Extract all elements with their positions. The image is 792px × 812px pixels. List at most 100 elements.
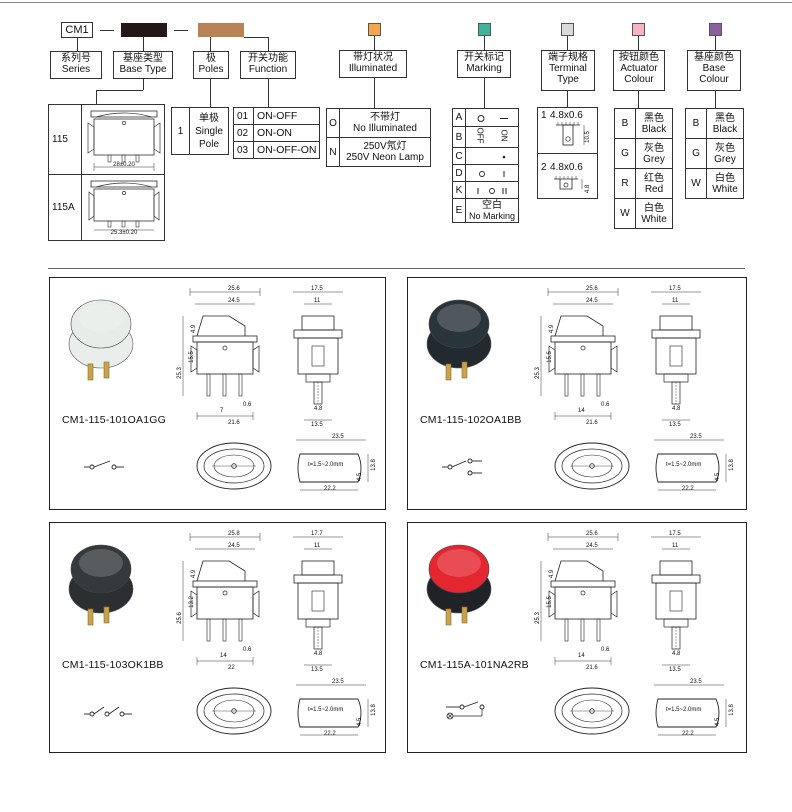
dim-h3: 25.3 bbox=[534, 367, 541, 379]
dim-s3: 4.8 bbox=[314, 651, 323, 657]
marking-a-icon bbox=[477, 115, 508, 122]
illum-code-n: N bbox=[326, 137, 340, 167]
actuator-code-b: B bbox=[614, 108, 636, 139]
dim-s2: 11 bbox=[314, 298, 321, 304]
dim-h2: 13.2 bbox=[188, 596, 195, 608]
switch-photo bbox=[68, 544, 134, 626]
swatch-actuator bbox=[632, 23, 645, 36]
terminal-1-icon bbox=[556, 122, 585, 146]
dim-o4: 4.5 bbox=[715, 717, 722, 727]
side-view-drawing bbox=[293, 536, 343, 666]
dim-h1: 4.9 bbox=[191, 324, 198, 334]
front-view-drawing bbox=[182, 288, 261, 420]
dim-w2: 24.5 bbox=[586, 298, 598, 304]
circuit-symbol-icon bbox=[84, 706, 132, 717]
section-separator bbox=[48, 268, 745, 269]
dim-w1: 25.8 bbox=[228, 531, 240, 537]
dim-s4: 13.5 bbox=[311, 422, 323, 428]
switch-photo bbox=[426, 299, 492, 381]
prefix-box: CM1 bbox=[61, 22, 93, 38]
illum-code-o: O bbox=[326, 108, 340, 138]
switch-photo bbox=[426, 544, 492, 626]
connector bbox=[268, 79, 269, 107]
dim-o3: 13.8 bbox=[728, 704, 735, 716]
function-code-02: 02 bbox=[233, 124, 254, 142]
marking-code-k: K bbox=[452, 181, 466, 199]
dim-s4: 13.5 bbox=[669, 667, 681, 673]
dim-b1: 14 bbox=[578, 408, 585, 414]
base-type-code-115a: 115A bbox=[48, 174, 82, 241]
dim-h3: 25.6 bbox=[176, 612, 183, 624]
marking-glyph-a bbox=[465, 108, 519, 127]
terminal-type-2: 2 4.8x0.6 4.8 bbox=[537, 153, 598, 199]
dim-h3: 25.3 bbox=[176, 367, 183, 379]
terminal-2-code: 2 bbox=[541, 162, 547, 173]
dim-b2: 0.6 bbox=[601, 647, 610, 653]
dim-h1: 4.9 bbox=[549, 569, 556, 579]
dim-o4: 4.5 bbox=[357, 472, 364, 482]
product-panel: CM1-115-103OK1BB 25.8 24.5 4.9 13.2 25.6… bbox=[49, 522, 386, 753]
side-view-drawing bbox=[651, 291, 701, 421]
front-view-drawing bbox=[182, 533, 261, 665]
top-view-drawing bbox=[196, 687, 272, 735]
connector bbox=[567, 36, 568, 50]
model-number: CM1-115-103OK1BB bbox=[62, 659, 164, 671]
connector bbox=[567, 91, 568, 107]
dim-w1: 25.6 bbox=[228, 286, 240, 292]
dim-o1: 23.5 bbox=[690, 679, 702, 685]
dim-s1: 17.5 bbox=[669, 286, 681, 292]
side-view-drawing bbox=[293, 291, 343, 421]
panel-cutout-drawing bbox=[654, 439, 727, 491]
terminal-2-size: 4.8x0.6 bbox=[550, 162, 583, 173]
side-view-drawing bbox=[651, 536, 701, 666]
connector bbox=[210, 79, 211, 107]
dim-s2: 11 bbox=[672, 298, 679, 304]
dim-s3: 4.8 bbox=[314, 406, 323, 412]
dim-s1: 17.5 bbox=[669, 531, 681, 537]
dim-h1: 4.9 bbox=[549, 324, 556, 334]
base-type-drawing-115: 28±0.20 bbox=[81, 104, 165, 175]
dim-h2: 15.5 bbox=[546, 351, 553, 363]
dim-h1: 4.9 bbox=[191, 569, 198, 579]
marking-glyph-c bbox=[465, 147, 519, 165]
marking-glyph-k bbox=[465, 181, 519, 199]
dim-b2: 0.6 bbox=[243, 647, 252, 653]
marking-code-e: E bbox=[452, 198, 466, 223]
dim-o5: 22.2 bbox=[682, 486, 694, 492]
swatch-terminal bbox=[561, 23, 574, 36]
swatch-base-type bbox=[121, 23, 167, 37]
base-colour-code-b: B bbox=[685, 108, 707, 139]
top-view-drawing bbox=[554, 442, 630, 490]
connector bbox=[77, 38, 78, 51]
base-colour-code-w: W bbox=[685, 168, 707, 199]
switch-photo bbox=[68, 299, 134, 381]
dim-o3: 13.8 bbox=[370, 459, 377, 471]
product-panel: CM1-115A-101NA2RB 25.6 24.5 4.9 15.5 25.… bbox=[407, 522, 747, 753]
connector bbox=[143, 79, 144, 90]
dim-o2: t=1.5~2.0mm bbox=[308, 462, 344, 468]
dim-b1: 14 bbox=[220, 653, 227, 659]
connector bbox=[268, 37, 269, 51]
panel-cutout-drawing bbox=[654, 684, 727, 736]
panel-cutout-drawing bbox=[296, 684, 369, 736]
dim-s1: 17.5 bbox=[311, 286, 323, 292]
front-view-drawing bbox=[540, 288, 619, 420]
dim-b2: 0.6 bbox=[243, 402, 252, 408]
function-label-02: ON-ON bbox=[253, 124, 320, 142]
dim-o1: 23.5 bbox=[332, 679, 344, 685]
marking-d-icon bbox=[479, 171, 505, 177]
marking-glyph-d bbox=[465, 164, 519, 182]
model-number: CM1-115A-101NA2RB bbox=[420, 659, 529, 671]
dim-o4: 4.5 bbox=[715, 472, 722, 482]
